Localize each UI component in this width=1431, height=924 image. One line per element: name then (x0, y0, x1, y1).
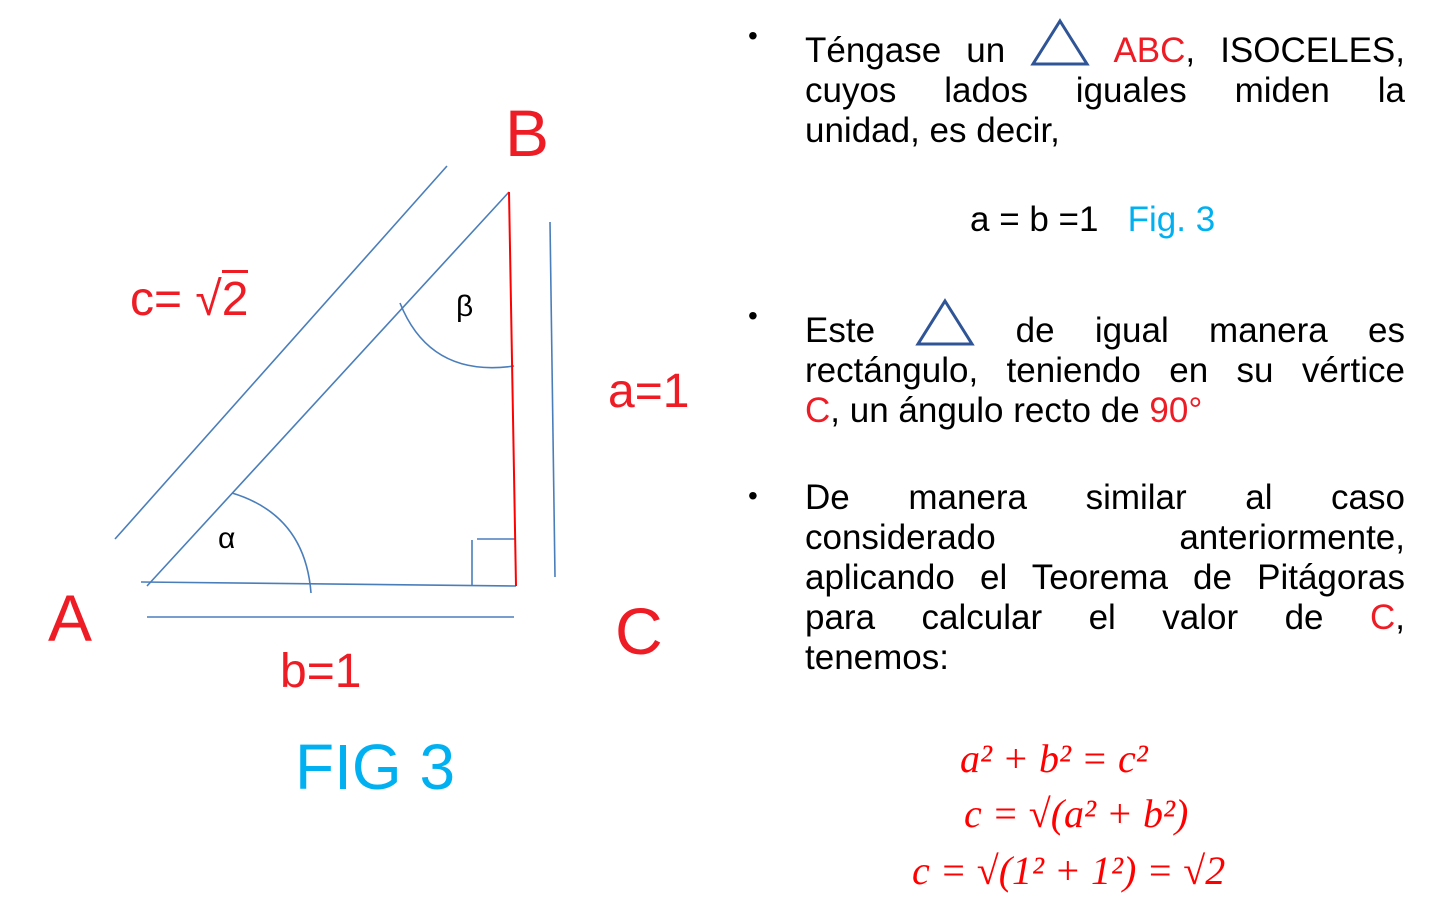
side-a-parallel-line (549, 221, 556, 578)
formula-c-general: c = √(a² + b²) (964, 791, 1189, 836)
formula-c-value: c = √(1² + 1²) = √2 (912, 848, 1226, 893)
formula-pythagoras: a² + b² = c² (960, 736, 1148, 781)
equation: a = b =1 Fig. 3 (970, 200, 1216, 239)
triangle-icon (915, 298, 976, 346)
bullet-2: • (748, 300, 758, 331)
side-b-label: b=1 (280, 645, 362, 698)
side-a-label: a=1 (608, 365, 690, 418)
alpha-label: α (218, 522, 236, 555)
vertex-a-label: A (48, 581, 93, 655)
bullet-3: • (748, 480, 758, 511)
alpha-arc (231, 492, 312, 594)
figure-caption: FIG 3 (295, 731, 456, 803)
triangle-icon (1030, 18, 1091, 66)
beta-label: β (456, 290, 474, 323)
paragraph-2: Este de igual manera es rectángulo, teni… (805, 298, 1405, 431)
vertex-b-label: B (505, 96, 550, 170)
paragraph-1: Téngase un ABC, ISOCELES, cuyos lados ig… (805, 18, 1405, 151)
side-c-label: c= √2 (130, 270, 249, 327)
hypotenuse-parallel-line (114, 165, 448, 540)
paragraph-3: De manera similar al caso considerado an… (805, 478, 1405, 677)
bullet-1: • (748, 20, 758, 51)
triangle-diagram (114, 165, 556, 618)
hypotenuse-c (146, 191, 510, 587)
side-a (508, 191, 517, 587)
side-b-base (140, 581, 517, 587)
beta-arc (399, 302, 515, 369)
vertex-c-label: C (615, 594, 663, 668)
